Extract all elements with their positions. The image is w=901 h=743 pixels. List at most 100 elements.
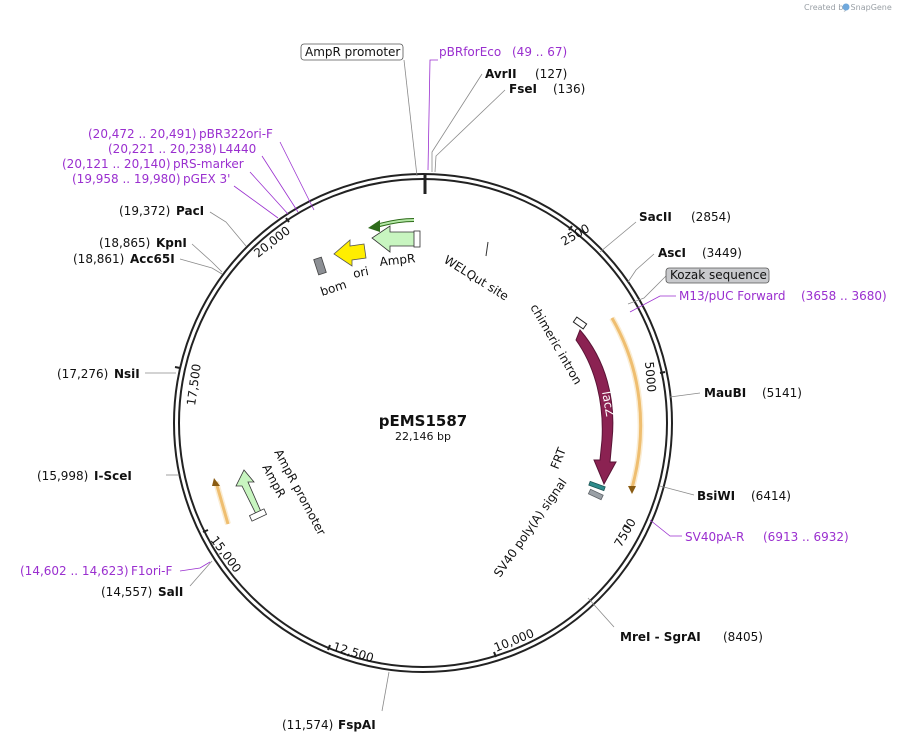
bom-feature-label: bom [319,277,349,299]
ampr-promoter-label-box[interactable] [300,43,404,61]
nsii-label[interactable]: NsiI [114,367,140,381]
l4440-range: (20,221 .. 20,238) [108,142,217,156]
ori-feature-label: ori [352,264,370,281]
kozak-sequence-label: Kozak sequence [670,268,767,282]
pbr322ori-f-label[interactable]: pBR322ori-F [199,127,273,141]
m13-puc-forward-range: (3658 .. 3680) [801,289,887,303]
leader-mrei-sgrai [587,597,615,628]
ruler-tick-15000 [202,529,209,533]
fspai-position: (11,574) [282,718,333,732]
leader-fsei [434,89,506,173]
maubi-label[interactable]: MauBI [704,386,746,400]
sacii-position: (2854) [691,210,731,224]
welqut-site-label: WELQut site [441,253,511,304]
leader-sacii [599,221,637,253]
sv40pa-r-label[interactable]: SV40pA-R [685,530,744,544]
mrei-sgrai-position: (8405) [723,630,763,644]
ampr-promoter-box[interactable] [413,230,421,248]
lacz-feature-arrow[interactable] [575,329,617,486]
f1ori-f-label[interactable]: F1ori-F [131,564,172,578]
leader-prs-marker [249,171,289,215]
snapgene-logo-icon [842,3,850,11]
acc65i-label[interactable]: Acc65I [130,252,175,266]
avrii-position: (127) [535,67,567,81]
ruler-tick-12500 [327,644,331,651]
fspai-label[interactable]: FspAI [338,718,376,732]
kozak-sequence-label-box[interactable] [665,267,770,284]
sali-label[interactable]: SalI [158,585,183,599]
leader-m13-puc-forward [629,295,676,313]
leader-asci [627,253,655,283]
frt-mark[interactable] [588,480,606,492]
backbone-outer-ring [173,173,673,673]
leader-kpni [191,243,223,273]
leader-fspai [381,671,390,712]
fsei-label[interactable]: FseI [509,82,537,96]
leader-paci [209,211,247,247]
sali-position: (14,557) [101,585,152,599]
bsiwi-position: (6414) [751,489,791,503]
nsii-position: (17,276) [57,367,108,381]
mrei-sgrai-label[interactable]: MreI - SgrAI [620,630,701,644]
sv40-polya-signal-mark[interactable] [587,488,604,501]
plasmid-name: pEMS1587 [379,412,467,430]
leader-sali [189,560,213,587]
avrii-label[interactable]: AvrII [485,67,517,81]
leader-sv40pa-r [649,519,682,537]
backbone-inner-ring [178,178,668,668]
ruler-label-17500: 17,500 [184,363,204,407]
ruler-tick-17500 [174,366,181,369]
lacz-feature-label: lacZ [599,390,617,418]
asci-position: (3449) [702,246,742,260]
pbrforeco-range: (49 .. 67) [512,45,567,59]
ampr-feature-label: AmpR [379,251,416,269]
ampr-promoter-label: AmpR promoter [305,45,400,59]
prs-marker-range: (20,121 .. 20,140) [62,157,171,171]
leader-acc65i [179,258,223,275]
pgex3-range: (19,958 .. 19,980) [72,172,181,186]
l4440-label[interactable]: L4440 [219,142,256,156]
paci-label[interactable]: PacI [176,204,204,218]
pgex3-label[interactable]: pGEX 3' [183,172,230,186]
ori-feature-arrow[interactable] [333,239,367,267]
sv40-polya-signal-label: SV40 poly(A) signal [491,476,570,580]
ampr-lower-promoter-box[interactable] [248,508,268,522]
chimeric-intron-label: chimeric intron [527,302,584,387]
orange-arc-right-arrowhead [628,486,636,494]
leader-bsiwi [659,485,695,496]
frt-label: FRT [548,445,569,471]
prs-marker-label[interactable]: pRS-marker [173,157,244,171]
maubi-position: (5141) [762,386,802,400]
plasmid-length: 22,146 bp [395,430,451,443]
orange-arc-right-halo [609,316,644,489]
f1ori-f-range: (14,602 .. 14,623) [20,564,129,578]
green-primer-arrowhead [368,220,380,232]
sacii-label[interactable]: SacII [639,210,672,224]
sv40pa-r-range: (6913 .. 6932) [763,530,849,544]
kpni-label[interactable]: KpnI [156,236,187,250]
leader-avrii [431,73,483,172]
bom-feature-mark[interactable] [313,256,327,276]
leader-ampr-promoter [403,59,418,177]
i-scei-position: (15,998) [37,469,88,483]
i-scei-label[interactable]: I-SceI [94,469,132,483]
ruler-tick-7500 [623,524,630,529]
leader-pbr322ori-f [279,141,315,211]
ampr-lower-feature-arrow[interactable] [235,469,263,515]
acc65i-position: (18,861) [73,252,124,266]
pbrforeco-label[interactable]: pBRforEco [439,45,501,59]
chimeric-intron-mark[interactable] [572,316,588,330]
ruler-tick-2500 [568,225,573,231]
m13-puc-forward-label[interactable]: M13/pUC Forward [679,289,786,303]
bsiwi-label[interactable]: BsiWI [697,489,735,503]
kpni-position: (18,865) [99,236,150,250]
ruler-tick-5000 [659,371,666,374]
leader-f1ori-f [179,561,211,572]
ruler-label-20000: 20,000 [251,223,293,260]
leader-maubi [669,392,701,398]
leader-kozak [627,275,667,305]
ampr-feature-arrow[interactable] [371,225,417,253]
asci-label[interactable]: AscI [658,246,686,260]
